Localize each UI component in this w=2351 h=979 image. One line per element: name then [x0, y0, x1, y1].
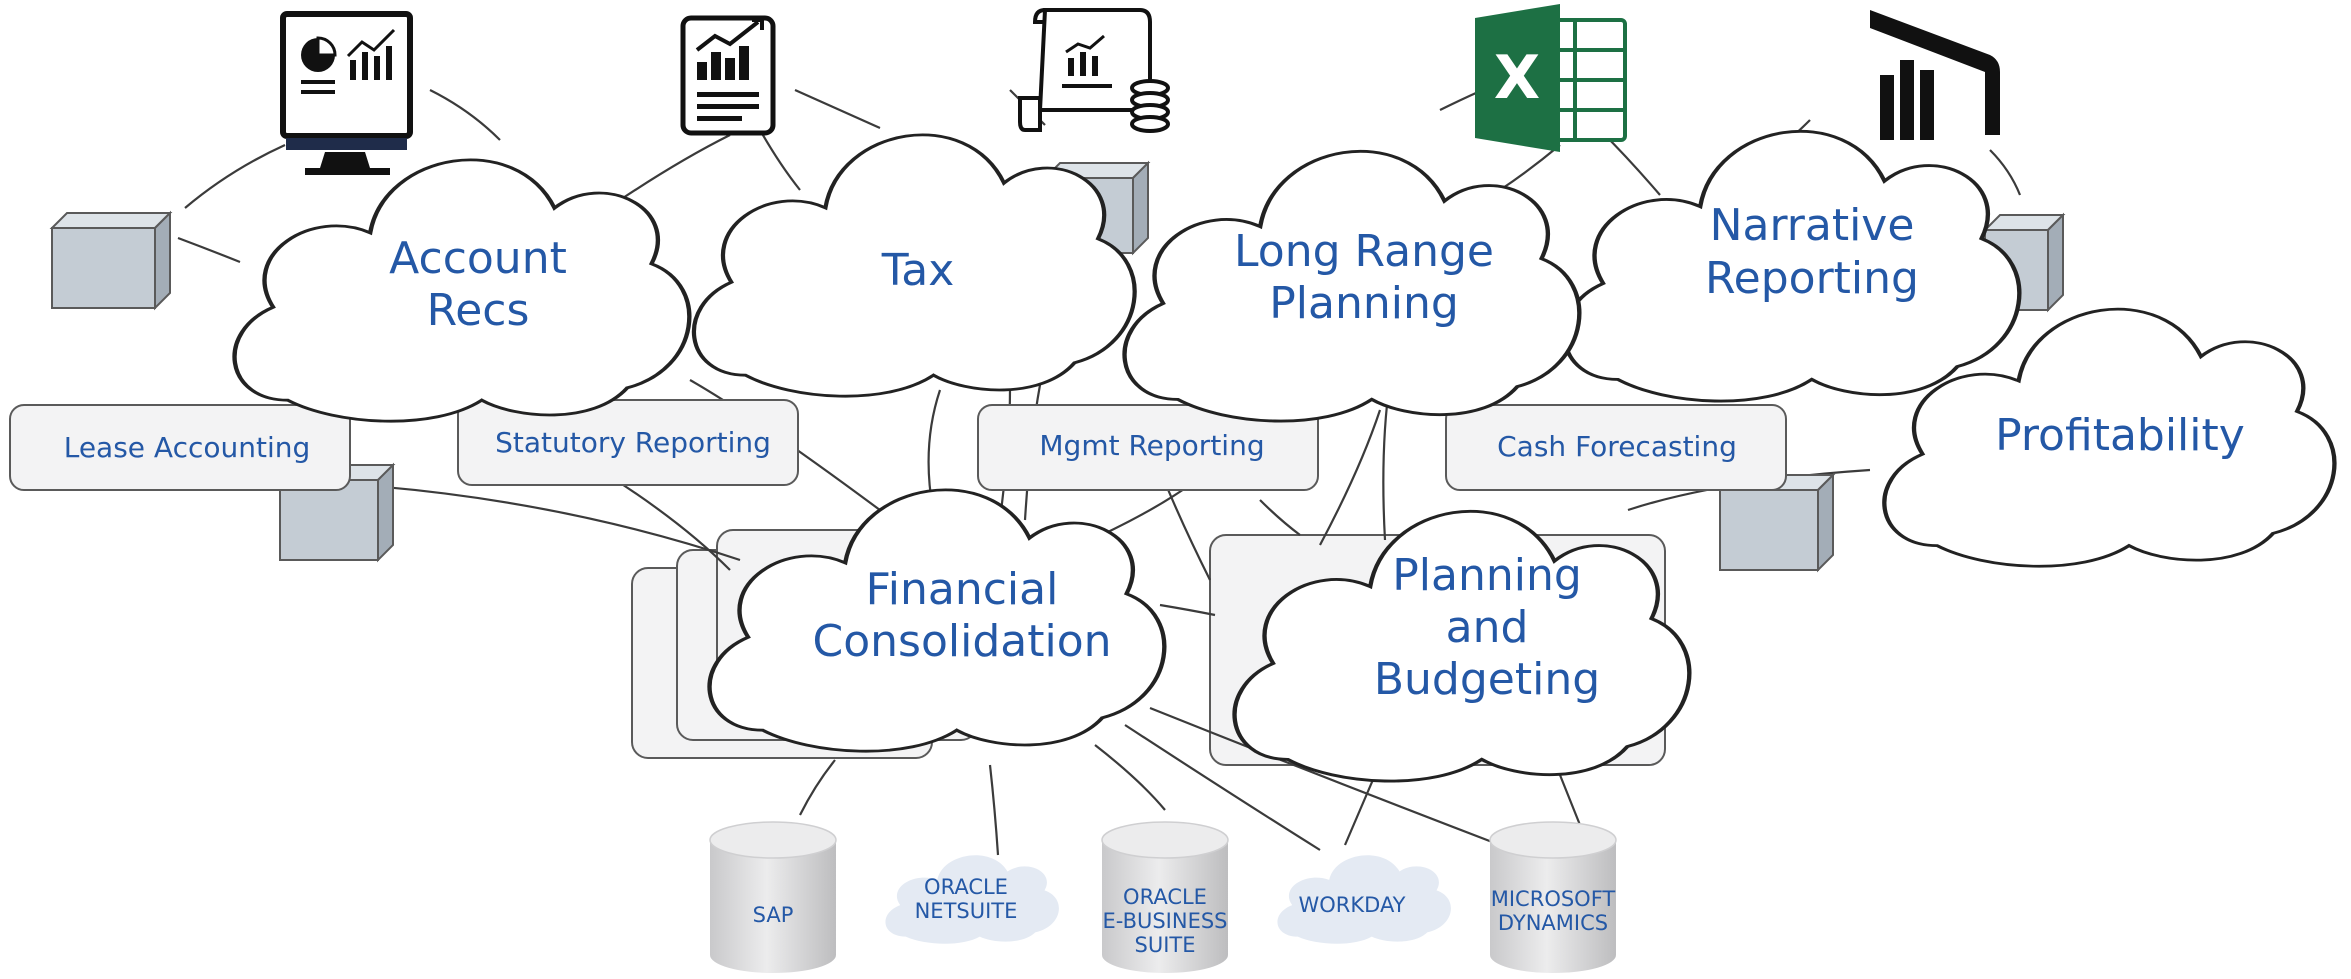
cloud-label: Narrative: [1710, 200, 1915, 251]
source-label: NETSUITE: [915, 899, 1018, 923]
financial-scroll-icon: [1018, 8, 1170, 133]
source-label: SUITE: [1135, 933, 1196, 957]
cloud-label: Planning: [1269, 278, 1459, 329]
cloud-label: Long Range: [1234, 226, 1494, 277]
box-label: Cash Forecasting: [1497, 430, 1737, 463]
lease-accounting-box: Lease Accounting: [9, 404, 351, 491]
cloud-label: and: [1446, 602, 1529, 653]
cloud-label: Financial: [866, 564, 1059, 615]
cloud-label: Reporting: [1705, 253, 1919, 304]
cloud-label: Recs: [427, 285, 530, 336]
svg-text:X: X: [1494, 43, 1540, 113]
cloud-label: Budgeting: [1374, 654, 1600, 705]
box-label: Lease Accounting: [64, 431, 311, 464]
dashboard-monitor-icon: [280, 11, 413, 175]
report-document-icon: [680, 15, 776, 136]
cloud-label: Planning: [1392, 550, 1582, 601]
cube-icon: [49, 210, 173, 311]
source-label: DYNAMICS: [1498, 911, 1608, 935]
box-label: Statutory Reporting: [495, 426, 771, 459]
source-label: WORKDAY: [1298, 893, 1405, 917]
mgmt-reporting-box: Mgmt Reporting: [977, 404, 1319, 491]
power-bi-icon: [1870, 10, 2000, 140]
cash-forecasting-box: Cash Forecasting: [1445, 404, 1787, 491]
source-label: ORACLE: [924, 875, 1008, 899]
cloud-label: Profitability: [1995, 410, 2245, 461]
source-oracle-ebs: ORACLE E-BUSINESS SUITE: [1101, 821, 1229, 973]
cloud-label: Consolidation: [813, 616, 1112, 667]
source-sap: SAP: [709, 821, 837, 973]
source-label: ORACLE: [1123, 885, 1207, 909]
source-label: SAP: [753, 903, 794, 927]
box-label: Mgmt Reporting: [1039, 429, 1264, 462]
source-label: MICROSOFT: [1491, 887, 1616, 911]
cloud-label: Tax: [881, 245, 955, 296]
statutory-reporting-box: Statutory Reporting: [457, 399, 799, 486]
source-microsoft-dynamics: MICROSOFT DYNAMICS: [1489, 821, 1617, 973]
excel-icon: X: [1475, 4, 1627, 152]
cloud-label: Account: [389, 233, 567, 284]
source-label: E-BUSINESS: [1102, 909, 1227, 933]
